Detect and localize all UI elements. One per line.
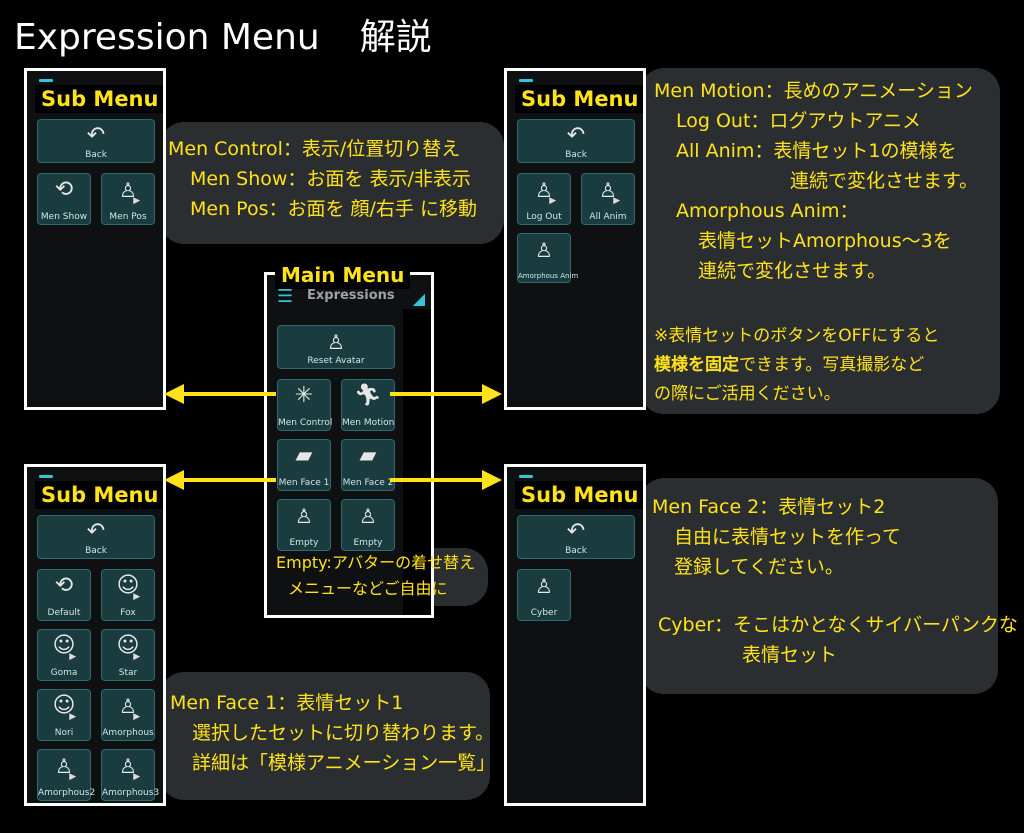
sub-menu-label: Sub Menu xyxy=(515,85,643,113)
person-icon: ♙ xyxy=(599,178,617,202)
panel-accent-line xyxy=(39,79,53,82)
log-out-button[interactable]: ♙ ▶ Log Out xyxy=(517,173,571,225)
empty-button-2[interactable]: ♙ Empty xyxy=(341,499,395,551)
men-pos-button[interactable]: ♙ ▶ Men Pos xyxy=(101,173,155,225)
play-icon: ▶ xyxy=(133,592,141,602)
fox-button[interactable]: ☺ ▶ Fox xyxy=(101,569,155,621)
folder-icon: ▰ xyxy=(359,443,377,468)
play-icon: ▶ xyxy=(69,772,77,782)
play-icon: ▶ xyxy=(133,652,141,662)
note-bubble-bottom-right xyxy=(640,478,998,694)
play-icon: ▶ xyxy=(133,712,141,722)
person-icon: ♙ xyxy=(535,238,553,262)
reset-person-icon: ♙ xyxy=(327,330,345,354)
men-motion-button[interactable]: 🏃︎ Men Motion xyxy=(341,379,395,431)
play-icon: ▶ xyxy=(133,196,141,206)
sub-menu-label: Sub Menu xyxy=(515,481,643,509)
note-top-right-tip: ※表情セットのボタンをOFFにすると 模様を固定できます。写真撮影など の際にご… xyxy=(654,326,940,404)
nori-button[interactable]: ☺ ▶ Nori xyxy=(37,689,91,741)
back-arrow-icon: ↶ xyxy=(86,123,106,148)
goma-button[interactable]: ☺ ▶ Goma xyxy=(37,629,91,681)
cyber-button[interactable]: ♙ Cyber xyxy=(517,569,571,621)
person-icon: ♙ xyxy=(295,504,313,528)
hamburger-icon[interactable]: ☰ xyxy=(277,286,294,307)
rotate-icon: ⟲ xyxy=(54,573,74,598)
reset-avatar-button[interactable]: ♙ Reset Avatar xyxy=(277,325,395,369)
sub-menu-panel-bottom-left: Sub Menu ↶ Back ⟲ Default ☺ ▶ Fox ☺ ▶ Go… xyxy=(24,464,166,806)
panel-accent-line xyxy=(519,475,533,478)
back-button[interactable]: ↶ Back xyxy=(37,515,155,559)
main-menu-panel: Main Menu ☰ Expressions ◢ ♙ Reset Avatar… xyxy=(264,261,434,618)
note-top-left: Men Control：表示/位置切り替え Men Show：お面を 表示/非表… xyxy=(168,138,477,220)
sub-menu-panel-top-right: Sub Menu ↶ Back ♙ ▶ Log Out ♙ ▶ All Anim… xyxy=(504,68,646,410)
back-button[interactable]: ↶ Back xyxy=(517,119,635,163)
men-show-button[interactable]: ⟲ Men Show xyxy=(37,173,91,225)
note-bottom-right: Men Face 2：表情セット2 自由に表情セットを作って 登録してください。… xyxy=(652,496,1018,666)
sparkle-icon: ✳ xyxy=(294,383,314,408)
note-top-right: Men Motion：長めのアニメーション Log Out：ログアウトアニメ A… xyxy=(654,80,979,282)
play-icon: ▶ xyxy=(69,652,77,662)
person-icon: ♙ xyxy=(119,694,137,718)
star-button[interactable]: ☺ ▶ Star xyxy=(101,629,155,681)
play-icon: ▶ xyxy=(549,196,557,206)
back-button[interactable]: ↶ Back xyxy=(37,119,155,163)
play-icon: ▶ xyxy=(613,196,621,206)
note-bottom-left: Men Face 1：表情セット1 選択したセットに切り替わります。 詳細は「模… xyxy=(170,692,496,774)
person-icon: ♙ xyxy=(119,754,137,778)
play-icon: ▶ xyxy=(69,712,77,722)
running-icon: 🏃︎ xyxy=(354,383,382,408)
person-icon: ♙ xyxy=(535,574,553,598)
expressions-title: Expressions xyxy=(307,288,395,303)
main-menu-label: Main Menu xyxy=(275,261,411,289)
men-control-button[interactable]: ✳ Men Control xyxy=(277,379,332,431)
face-icon: ☺ xyxy=(52,693,76,718)
sub-menu-panel-top-left: Sub Menu ↶ Back ⟲ Men Show ♙ ▶ Men Pos xyxy=(24,68,166,410)
panel-accent-line xyxy=(519,79,533,82)
sub-menu-label: Sub Menu xyxy=(35,481,163,509)
men-face-1-button[interactable]: ▰ Men Face 1 xyxy=(277,439,331,491)
amorphous2-button[interactable]: ♙ ▶ Amorphous2 xyxy=(37,749,95,801)
face-icon: ☺ xyxy=(52,633,76,658)
note-bubble-top-left xyxy=(160,122,504,244)
face-icon: ☺ xyxy=(116,573,140,598)
back-arrow-icon: ↶ xyxy=(86,519,106,544)
sub-menu-panel-bottom-right: Sub Menu ↶ Back ♙ Cyber xyxy=(504,464,646,806)
back-button[interactable]: ↶ Back xyxy=(517,515,635,559)
empty-button-1[interactable]: ♙ Empty xyxy=(277,499,331,551)
face-icon: ☺ xyxy=(116,633,140,658)
folder-icon: ▰ xyxy=(295,443,313,468)
back-arrow-icon: ↶ xyxy=(566,123,586,148)
men-face-2-button[interactable]: ▰ Men Face 2 xyxy=(341,439,395,491)
title-main: Expression Menu xyxy=(14,17,320,58)
note-main: Empty:アバターの着せ替え メニューなどご自由に xyxy=(276,553,476,598)
note-bubble-bottom-left xyxy=(160,672,490,800)
person-icon: ♙ xyxy=(535,178,553,202)
page-title: Expression Menu 解説 xyxy=(14,8,432,60)
person-icon: ♙ xyxy=(55,754,73,778)
default-button[interactable]: ⟲ Default xyxy=(37,569,91,621)
sub-menu-label: Sub Menu xyxy=(35,85,163,113)
rotate-icon: ⟲ xyxy=(54,177,74,202)
main-sidebar xyxy=(403,309,431,615)
panel-accent-line xyxy=(39,475,53,478)
amorphous-button[interactable]: ♙ ▶ Amorphous xyxy=(101,689,155,741)
leaf-icon: ◢ xyxy=(412,289,425,308)
play-icon: ▶ xyxy=(133,772,141,782)
person-icon: ♙ xyxy=(359,504,377,528)
amorphous3-button[interactable]: ♙ ▶ Amorphous3 xyxy=(101,749,159,801)
note-bubble-top-right xyxy=(640,68,1000,414)
back-arrow-icon: ↶ xyxy=(566,519,586,544)
title-jp: 解説 xyxy=(359,17,432,58)
person-icon: ♙ xyxy=(119,178,137,202)
amorphous-anim-button[interactable]: ♙ Amorphous Anim xyxy=(517,233,578,283)
all-anim-button[interactable]: ♙ ▶ All Anim xyxy=(581,173,635,225)
